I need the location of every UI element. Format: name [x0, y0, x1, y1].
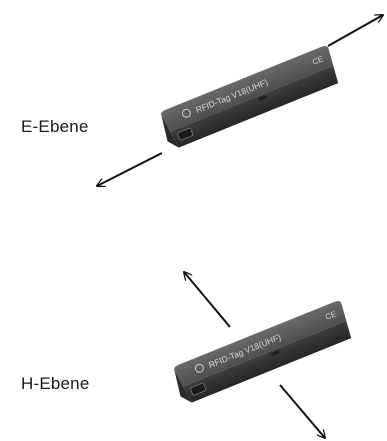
e-arrow-lower-left: [97, 152, 163, 186]
h-arrow-down-right: [279, 384, 325, 438]
e-arrow-upper-right: [327, 15, 383, 47]
svg-text:CE: CE: [324, 309, 338, 322]
e-plane-rfid-tag: RFID-Tag V18(UHF) CE: [161, 45, 339, 148]
e-plane-arrows: [97, 15, 383, 186]
h-plane-arrows: [184, 272, 325, 438]
e-plane-label: E-Ebene: [21, 117, 89, 136]
h-plane-rfid-tag: RFID-Tag V18(UHF) CE: [174, 300, 352, 403]
h-arrow-up-left: [184, 272, 231, 328]
svg-text:CE: CE: [311, 54, 325, 67]
h-plane-label: H-Ebene: [21, 374, 90, 393]
